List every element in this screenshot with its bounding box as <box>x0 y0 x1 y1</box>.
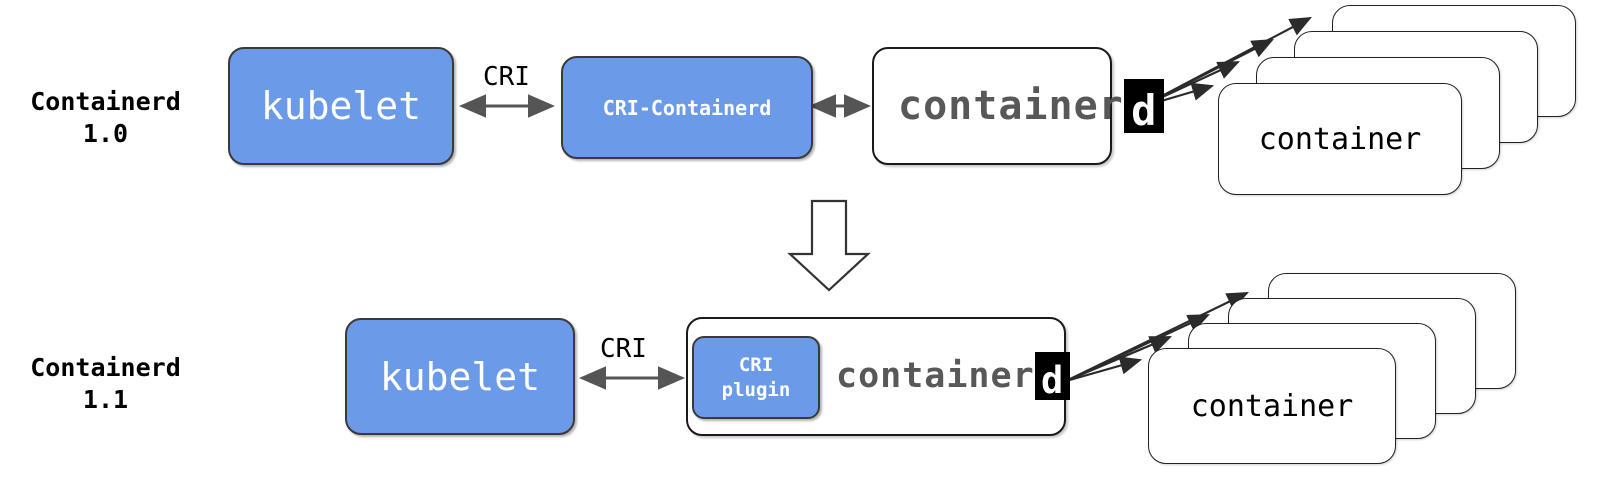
kubelet-label-top: kubelet <box>260 84 422 128</box>
containerd-logo-bottom: container d <box>836 352 1070 400</box>
box-cri-containerd[interactable]: CRI-Containerd <box>561 56 813 159</box>
containerd-d-badge-bottom: d <box>1034 352 1070 400</box>
container-label-bottom: container <box>1190 388 1354 424</box>
box-kubelet-top[interactable]: kubelet <box>228 47 454 165</box>
box-kubelet-bottom[interactable]: kubelet <box>345 318 575 435</box>
box-cri-plugin[interactable]: CRI plugin <box>692 336 820 419</box>
cri-plugin-label: CRI plugin <box>721 353 791 401</box>
containerd-d-badge-top: d <box>1123 79 1164 133</box>
cri-containerd-label: CRI-Containerd <box>602 95 772 120</box>
containerd-wordmark-top: container <box>898 83 1124 129</box>
box-containerd-top[interactable] <box>872 47 1112 165</box>
cri-edge-label-top: CRI <box>483 62 530 92</box>
transition-down-arrow <box>787 199 871 292</box>
cri-edge-label-bottom: CRI <box>600 334 647 364</box>
container-box-top-1[interactable]: container <box>1218 83 1462 195</box>
containerd-logo-top: container d <box>898 78 1164 134</box>
container-label-top: container <box>1258 121 1422 157</box>
row-label-containerd-1-0: Containerd 1.0 <box>30 87 181 148</box>
kubelet-label-bottom: kubelet <box>379 354 541 399</box>
containerd-wordmark-bottom: container <box>836 356 1035 396</box>
container-box-bottom-1[interactable]: container <box>1148 348 1396 464</box>
row-label-containerd-1-1: Containerd 1.1 <box>30 353 181 414</box>
